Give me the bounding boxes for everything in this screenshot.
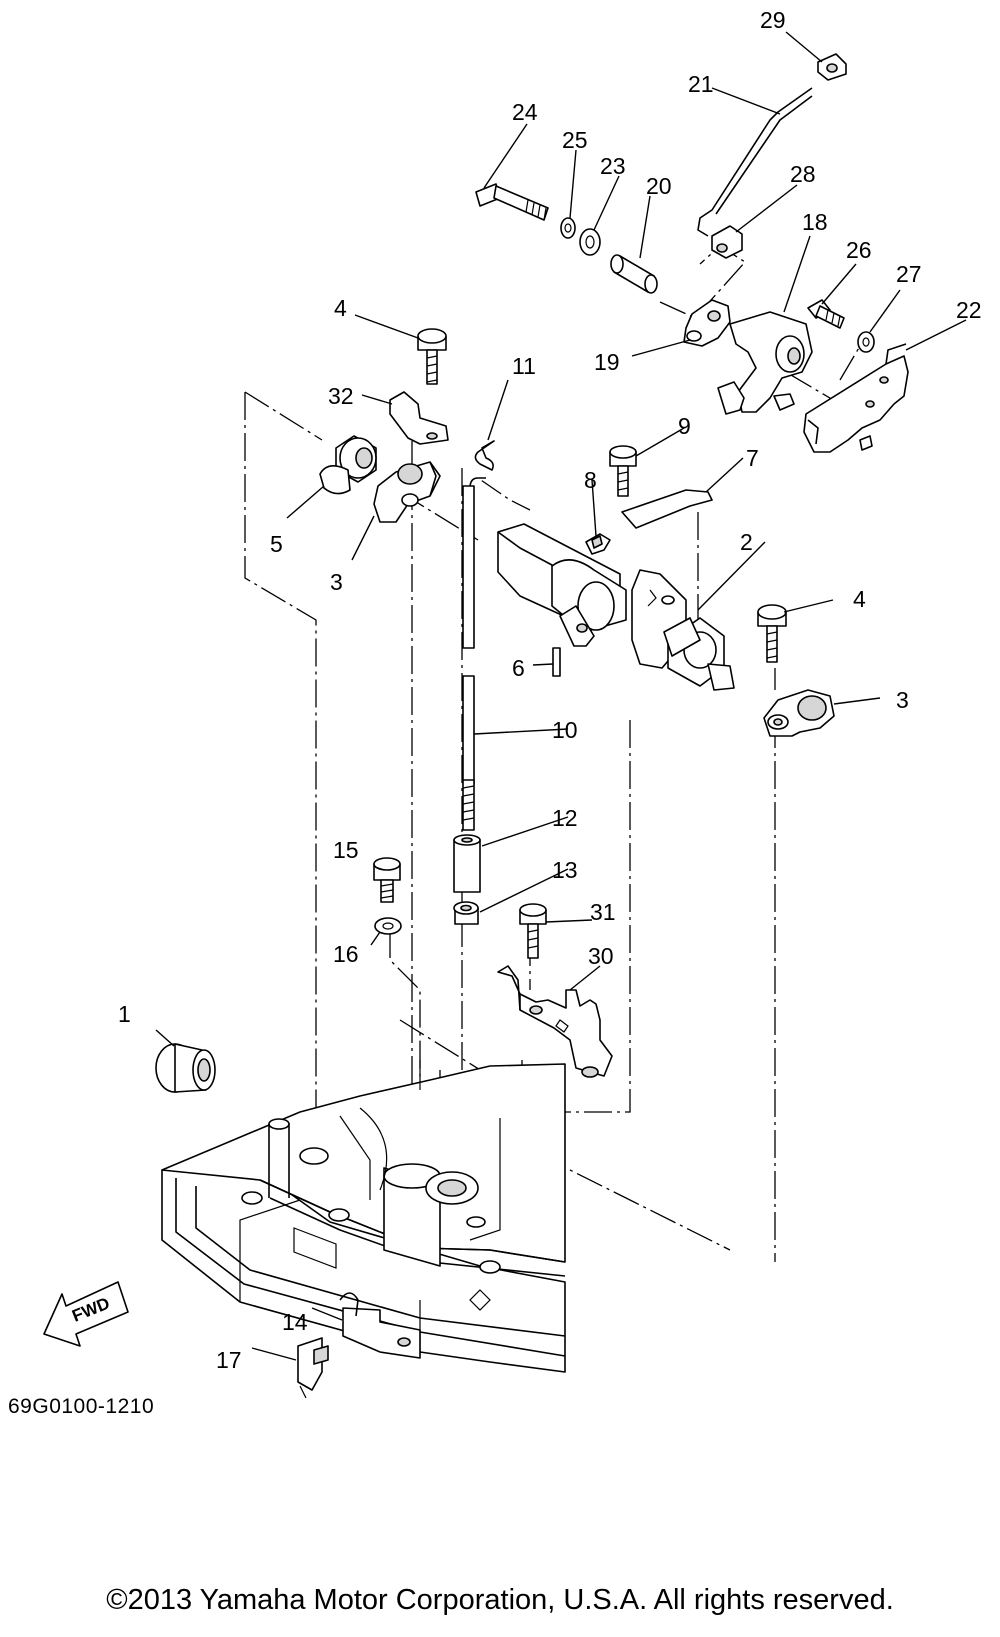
callout-31: 31	[590, 899, 616, 925]
part-17-clip	[297, 1337, 329, 1399]
part-14-bracket	[339, 1292, 421, 1359]
callout-15: 15	[333, 837, 359, 863]
callout-leader-lines	[155, 31, 967, 1361]
part-21-rod	[697, 87, 813, 237]
part-30-bracket	[497, 965, 613, 1078]
part-25-washer	[560, 217, 576, 239]
part-code: 69G0100-1210	[8, 1395, 154, 1418]
part-10-shift-rod	[462, 477, 486, 831]
part-16-washer	[374, 917, 402, 935]
callout-32: 32	[328, 383, 354, 409]
callout-9: 9	[678, 413, 691, 439]
part-24-bolt	[475, 183, 549, 221]
callout-11: 11	[512, 353, 536, 379]
part-3-holder-left	[373, 461, 441, 523]
part-9-bolt	[609, 445, 637, 497]
part-1-grommet	[155, 1043, 216, 1093]
callout-1: 1	[118, 1001, 131, 1027]
fwd-arrow-icon: FWD	[43, 1281, 129, 1347]
shift-shaft-assembly	[497, 523, 735, 691]
callout-20: 20	[646, 173, 672, 199]
part-19-lever	[683, 299, 731, 347]
callout-12: 12	[552, 805, 578, 831]
callout-22: 22	[956, 297, 982, 323]
callout-3: 3	[896, 687, 909, 713]
callout-5: 5	[270, 531, 283, 557]
callout-30: 30	[588, 943, 614, 969]
callout-17: 17	[216, 1347, 242, 1373]
part-5-collar	[319, 435, 377, 495]
part-4-bolt-upper	[417, 328, 447, 385]
callout-13: 13	[552, 857, 578, 883]
part-8-clip	[585, 533, 611, 555]
part-3-holder-right	[763, 689, 835, 737]
callout-3: 3	[330, 569, 343, 595]
callout-19: 19	[594, 349, 620, 375]
part-22-bracket	[803, 343, 909, 453]
copyright-notice: ©2013 Yamaha Motor Corporation, U.S.A. A…	[106, 1584, 894, 1616]
part-15-bolt	[373, 857, 401, 903]
part-4-bolt-right	[757, 604, 787, 663]
callout-7: 7	[746, 445, 759, 471]
part-7-plate	[621, 489, 713, 529]
callout-2: 2	[740, 529, 753, 555]
part-23-washer	[579, 228, 601, 256]
part-27-washer	[857, 331, 875, 353]
part-6-pin	[552, 647, 561, 677]
part-28-joint	[711, 225, 743, 259]
part-26-bolt	[807, 299, 845, 329]
callout-28: 28	[790, 161, 816, 187]
part-18-lever	[717, 311, 813, 415]
callout-10: 10	[552, 717, 578, 743]
callout-23: 23	[600, 153, 626, 179]
callout-26: 26	[846, 237, 872, 263]
callout-4: 4	[334, 295, 347, 321]
callout-27: 27	[896, 261, 922, 287]
bottom-cowling	[161, 1060, 566, 1373]
part-13-nut	[453, 901, 479, 925]
callout-29: 29	[760, 7, 786, 33]
part-31-bolt	[519, 903, 547, 959]
callout-25: 25	[562, 127, 588, 153]
callout-24: 24	[512, 99, 538, 125]
callout-16: 16	[333, 941, 359, 967]
exploded-parts-diagram: FWD	[8, 7, 982, 1418]
callout-21: 21	[688, 71, 714, 97]
callout-18: 18	[802, 209, 828, 235]
part-32-plate	[389, 391, 449, 445]
part-12-spacer	[453, 834, 481, 893]
callout-numbers: 1 2 3 3 4 4 5 6 7 8 9 10 11 12 13 14 15 …	[118, 7, 982, 1373]
callout-14: 14	[282, 1309, 308, 1335]
callout-8: 8	[584, 467, 597, 493]
part-11-clip	[474, 440, 495, 471]
part-29-nut	[817, 53, 847, 81]
part-20-collar	[610, 254, 658, 294]
callout-4: 4	[853, 586, 866, 612]
callout-6: 6	[512, 655, 525, 681]
